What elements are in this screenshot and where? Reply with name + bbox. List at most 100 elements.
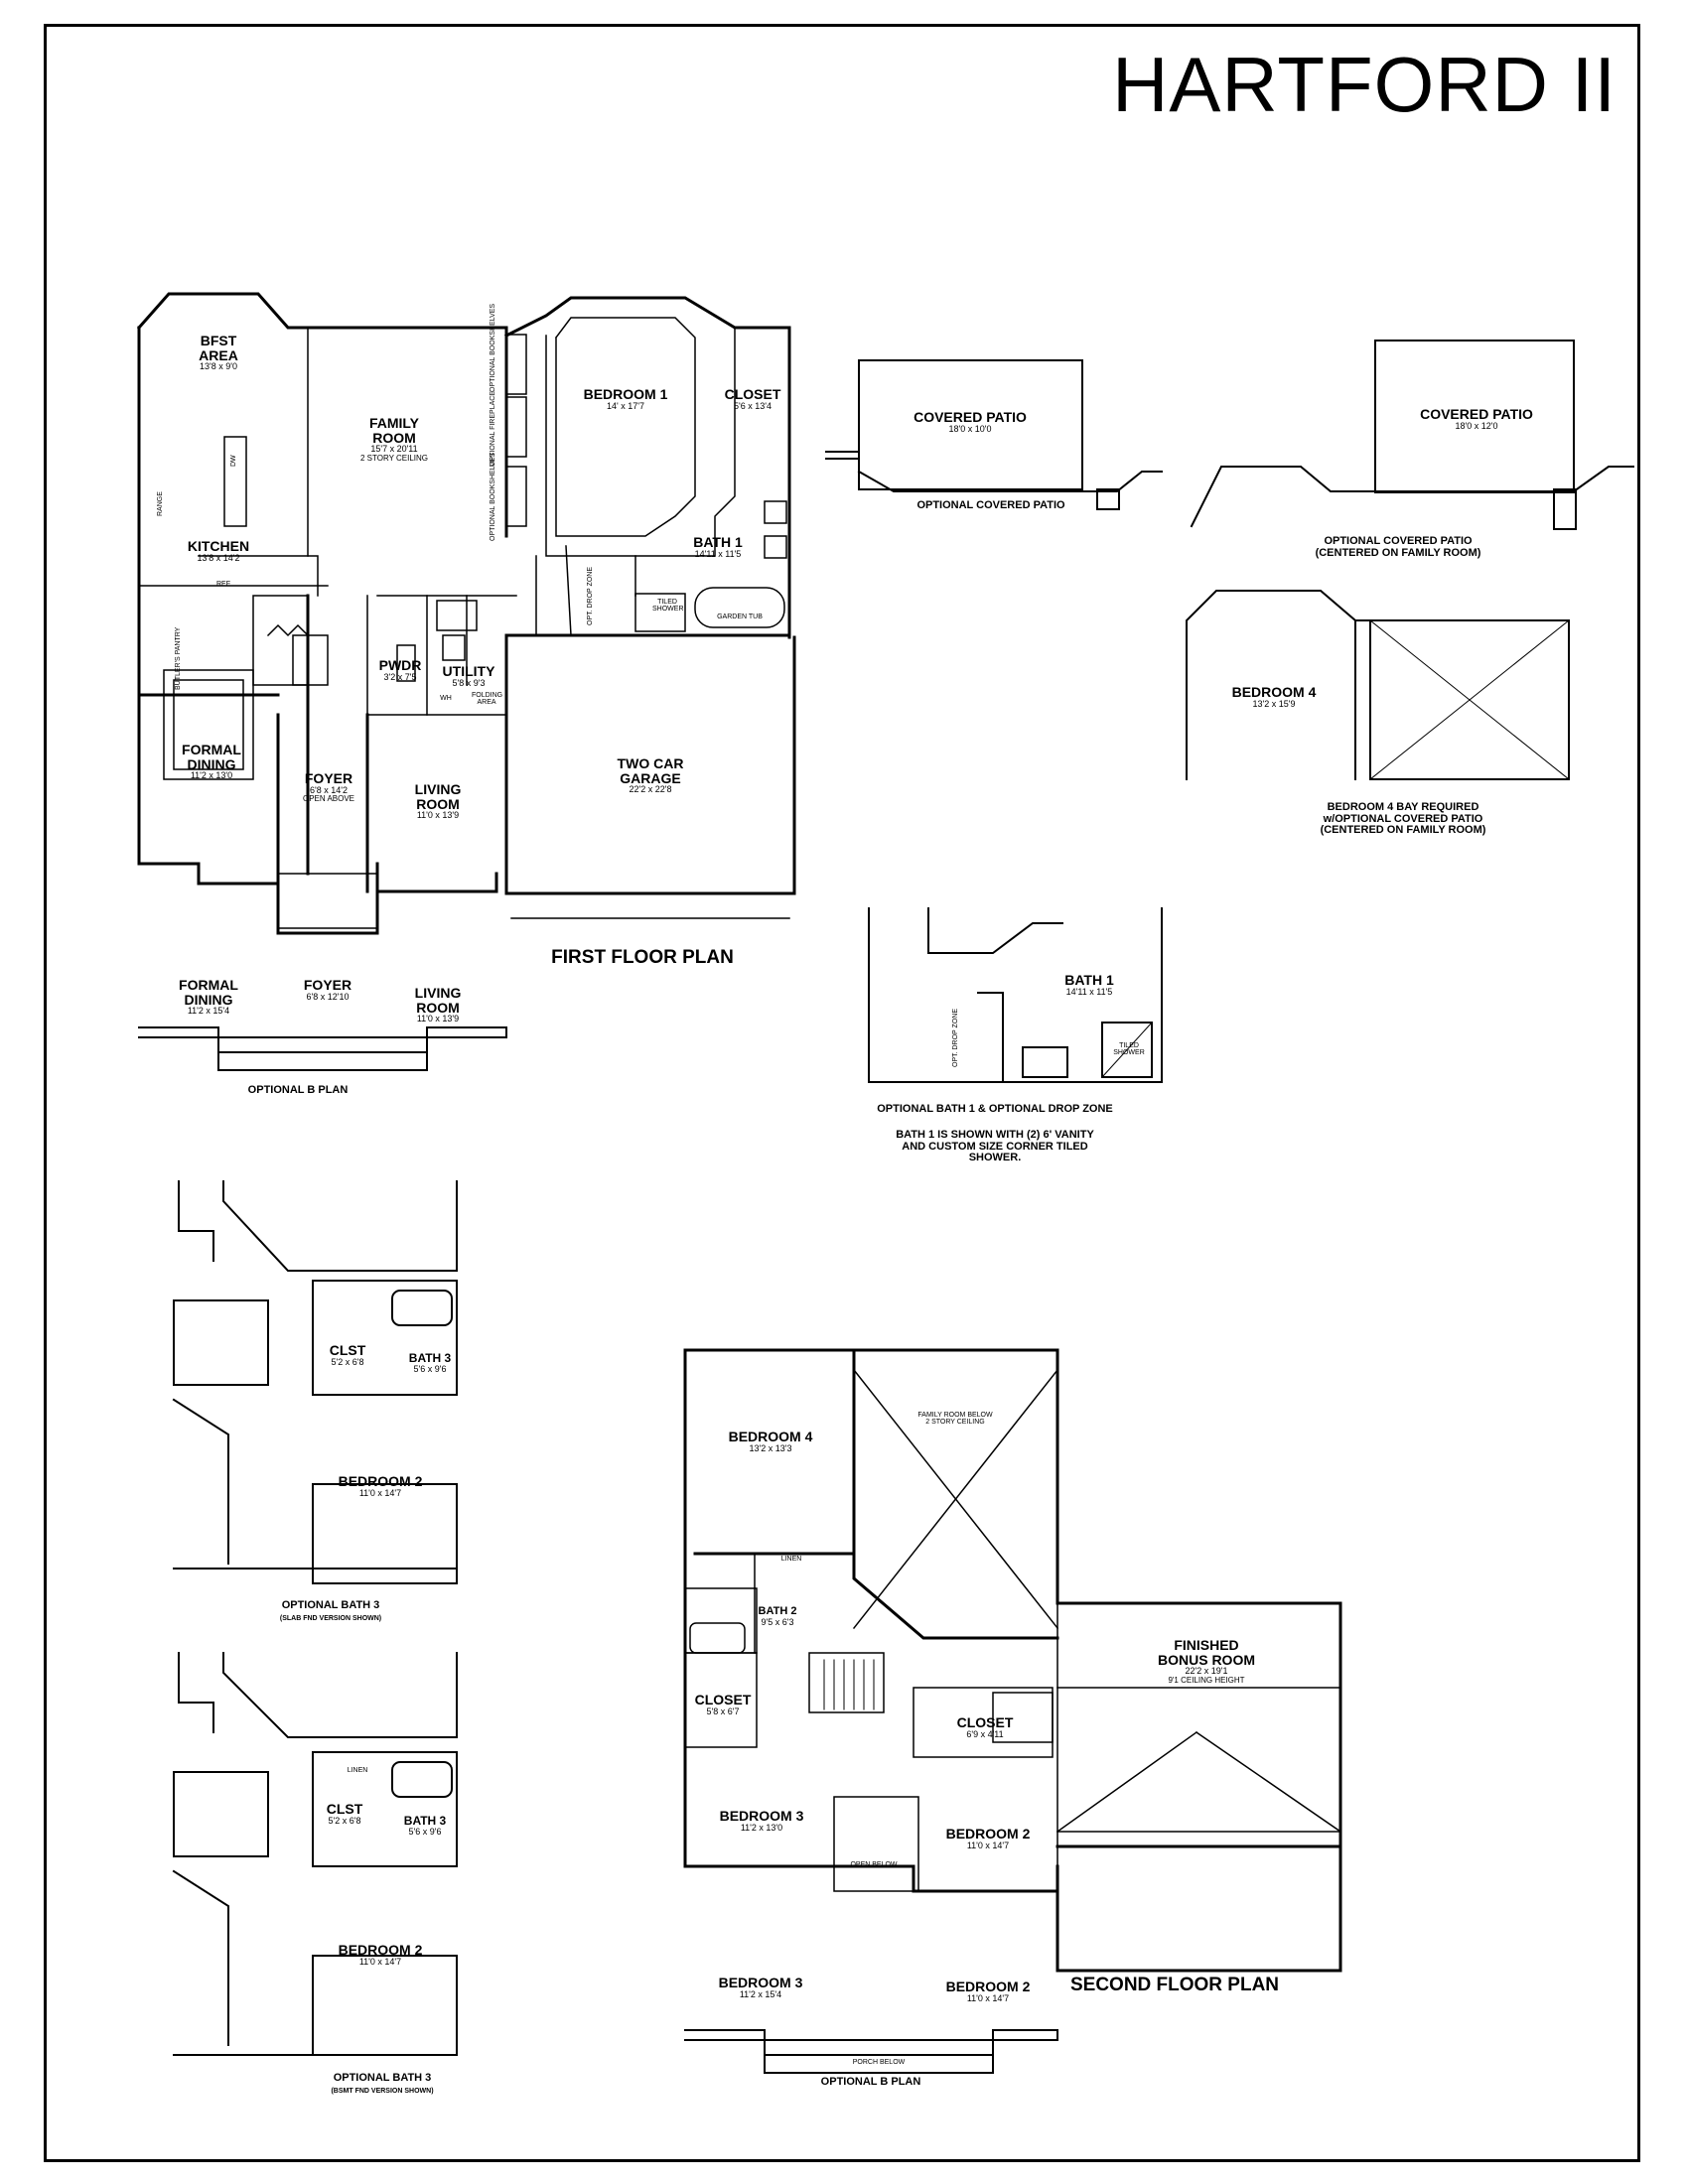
- drop-zone-label: OPT. DROP ZONE: [587, 567, 594, 625]
- garage-label: TWO CAR GARAGE 22'2 x 22'8: [618, 756, 684, 795]
- sf-bedroom3-label: BEDROOM 3 11'2 x 13'0: [720, 1809, 804, 1833]
- kitchen-dim: 13'8 x 14'2: [197, 552, 240, 563]
- utility-dim: 5'8 x 9'3: [452, 677, 486, 688]
- opt-b-living-dim: 11'0 x 13'9: [416, 1014, 460, 1024]
- slab-subcaption: (SLAB FND VERSION SHOWN): [279, 1615, 382, 1622]
- opt-bath1-dim: 14'11 x 11'5: [1065, 986, 1113, 997]
- sf-closet-left-dim: 5'8 x 6'7: [706, 1706, 740, 1716]
- family-room-dim: 15'7 x 20'11: [370, 444, 418, 455]
- opt-b-dining-name: FORMAL DINING: [179, 977, 238, 1008]
- bsmt-linen-label: LINEN: [347, 1767, 368, 1774]
- optional-bath3-slab-drawing: [172, 1180, 458, 1584]
- opt-bath1-shower-label: TILED SHOWER: [1113, 1042, 1145, 1057]
- optional-b-plan-first: [138, 1026, 507, 1071]
- closet-name: CLOSET: [724, 386, 781, 402]
- covered-patio-1-dim: 18'0 x 10'0: [948, 423, 992, 434]
- second-floor-walls: [683, 1348, 1342, 1973]
- optional-bath3-bsmt-drawing: [172, 1652, 458, 2056]
- covered-patio-1-caption: OPTIONAL COVERED PATIO: [916, 499, 1065, 511]
- sf-bedroom2-label: BEDROOM 2 11'0 x 14'7: [946, 1827, 1031, 1850]
- garage-dim: 22'2 x 22'8: [629, 784, 672, 795]
- covered-patio-2-dim: 18'0 x 12'0: [1455, 420, 1498, 431]
- opt-b2-bedroom2-name: BEDROOM 2: [945, 1979, 1031, 1994]
- plan-title: HARTFORD II: [1112, 41, 1617, 128]
- sf-bath2-name: BATH 2: [758, 1605, 797, 1617]
- living-room-label: LIVING ROOM 11'0 x 13'9: [415, 782, 462, 821]
- bedroom4-bay-drawing: [1186, 590, 1570, 780]
- bedroom4-bay-name: BEDROOM 4: [1231, 684, 1317, 700]
- sf-bedroom3-dim: 11'2 x 13'0: [740, 1822, 783, 1833]
- closet-label: CLOSET 5'6 x 13'4: [725, 387, 781, 411]
- slab-bedroom2-label: BEDROOM 2 11'0 x 14'7: [339, 1474, 423, 1498]
- sf-bedroom4-label: BEDROOM 4 13'2 x 13'3: [729, 1430, 813, 1453]
- foyer-name: FOYER: [304, 770, 353, 786]
- sf-bedroom2-name: BEDROOM 2: [945, 1826, 1031, 1842]
- bedroom4-bay-caption: BEDROOM 4 BAY REQUIRED w/OPTIONAL COVERE…: [1320, 801, 1486, 837]
- living-room-name: LIVING ROOM: [414, 781, 462, 812]
- slab-clst-label: CLST 5'2 x 6'8: [330, 1343, 366, 1367]
- closet-dim: 5'6 x 13'4: [734, 400, 772, 411]
- water-heater-label: WH: [440, 695, 452, 702]
- kitchen-label: KITCHEN 13'8 x 14'2: [188, 539, 249, 563]
- dw-label: DW: [230, 455, 237, 467]
- kitchen-name: KITCHEN: [187, 538, 250, 554]
- bfst-area-dim: 13'8 x 9'0: [200, 361, 237, 372]
- family-room-note: 2 STORY CEILING: [359, 453, 429, 463]
- covered-patio-2-name: COVERED PATIO: [1420, 406, 1533, 422]
- pwdr-label: PWDR 3'2 x 7'5: [379, 658, 422, 682]
- bedroom1-label: BEDROOM 1 14' x 17'7: [584, 387, 668, 411]
- range-label: RANGE: [157, 491, 164, 516]
- bookshelves-upper-label: OPTIONAL BOOKSHELVES: [490, 303, 496, 392]
- opt-bath1-caption: OPTIONAL BATH 1 & OPTIONAL DROP ZONE: [877, 1103, 1113, 1115]
- bsmt-bedroom2-label: BEDROOM 2 11'0 x 14'7: [339, 1943, 423, 1967]
- sf-closet-right-label: CLOSET 6'9 x 4'11: [957, 1715, 1014, 1739]
- opt-b-foyer-name: FOYER: [303, 977, 352, 993]
- sf-closet-left-label: CLOSET 5'8 x 6'7: [695, 1693, 752, 1716]
- opt-bath1-name: BATH 1: [1064, 972, 1114, 988]
- opt-bath1-dropzone-label: OPT. DROP ZONE: [952, 1009, 959, 1067]
- opt-b2-bedroom3-label: BEDROOM 3 11'2 x 15'4: [719, 1976, 803, 1999]
- opt-b2-bedroom3-name: BEDROOM 3: [718, 1975, 803, 1990]
- covered-patio-2-label: COVERED PATIO 18'0 x 12'0: [1420, 407, 1533, 431]
- sf-linen-label: LINEN: [780, 1556, 802, 1563]
- bsmt-clst-dim: 5'2 x 6'8: [328, 1815, 361, 1826]
- opt-b2-bedroom3-dim: 11'2 x 15'4: [739, 1988, 782, 1999]
- open-below-label: OPEN BELOW: [850, 1861, 898, 1868]
- sf-bath2-dim: 9'5 x 6'3: [761, 1616, 794, 1627]
- porch-below-label: PORCH BELOW: [852, 2059, 906, 2066]
- foyer-dim: 6'8 x 14'2: [310, 784, 348, 795]
- sheet-border: [44, 24, 1640, 2162]
- first-floor-caption: FIRST FLOOR PLAN: [551, 947, 734, 968]
- opt-b-first-caption: OPTIONAL B PLAN: [247, 1084, 349, 1096]
- folding-area-label: FOLDING AREA: [472, 692, 503, 707]
- bedroom1-name: BEDROOM 1: [583, 386, 668, 402]
- bfst-area-label: BFST AREA 13'8 x 9'0: [199, 334, 238, 372]
- living-room-dim: 11'0 x 13'9: [416, 810, 460, 821]
- bsmt-caption: OPTIONAL BATH 3: [333, 2072, 432, 2084]
- bsmt-clst-label: CLST 5'2 x 6'8: [327, 1802, 363, 1826]
- sf-bedroom4-name: BEDROOM 4: [728, 1429, 813, 1444]
- sf-bedroom2-dim: 11'0 x 14'7: [966, 1840, 1010, 1850]
- opt-b-foyer-dim: 6'8 x 12'10: [306, 991, 350, 1002]
- fireplace-label: OPTIONAL FIREPLACE: [490, 391, 496, 467]
- slab-bath3-dim: 5'6 x 9'6: [413, 1363, 447, 1374]
- slab-caption: OPTIONAL BATH 3: [281, 1599, 380, 1611]
- second-floor-caption: SECOND FLOOR PLAN: [1069, 1975, 1280, 1995]
- family-room-label: FAMILY ROOM 15'7 x 20'11 2 STORY CEILING: [360, 416, 428, 463]
- slab-bath3-label: BATH 3 5'6 x 9'6: [409, 1352, 451, 1374]
- bsmt-bedroom2-name: BEDROOM 2: [338, 1942, 423, 1958]
- covered-patio-1-label: COVERED PATIO 18'0 x 10'0: [914, 410, 1027, 434]
- bonus-room-dim: 22'2 x 19'1: [1185, 1666, 1228, 1677]
- pwdr-name: PWDR: [378, 657, 422, 673]
- bedroom4-bay-dim: 13'2 x 15'9: [1252, 698, 1296, 709]
- family-room-name: FAMILY ROOM: [368, 415, 420, 446]
- opt-bath1-label: BATH 1 14'11 x 11'5: [1064, 973, 1114, 997]
- second-floor-inner-walls: [684, 1349, 1342, 1892]
- sf-bath2-label: BATH 2 9'5 x 6'3: [758, 1605, 797, 1627]
- sf-bedroom4-dim: 13'2 x 13'3: [749, 1442, 792, 1453]
- slab-bedroom2-name: BEDROOM 2: [338, 1473, 423, 1489]
- opt-b-dining-label: FORMAL DINING 11'2 x 15'4: [179, 978, 238, 1017]
- opt-b-living-label: LIVING ROOM 11'0 x 13'9: [415, 986, 462, 1024]
